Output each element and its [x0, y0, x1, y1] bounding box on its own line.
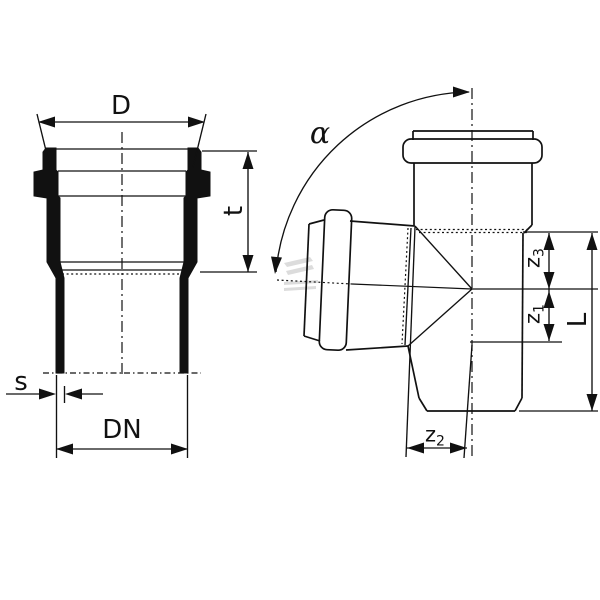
label-z3: z3 — [520, 248, 548, 268]
branch-socket — [303, 208, 416, 352]
label-z2-sub: 2 — [436, 433, 445, 450]
dimension-t — [200, 150, 257, 273]
label-diameter-D: D — [110, 91, 132, 121]
watermark — [284, 257, 318, 291]
dimension-s — [6, 375, 103, 403]
label-length-L: L — [563, 312, 593, 328]
label-z2-base: z — [425, 422, 437, 447]
label-nominal-bore-DN: DN — [102, 415, 142, 445]
dimension-D — [36, 113, 207, 168]
label-z3-base: z — [520, 256, 545, 268]
dimension-L — [519, 233, 598, 412]
dimension-z2 — [405, 226, 473, 459]
label-z1-base: z — [520, 312, 545, 324]
label-wall-thickness-s: s — [14, 367, 28, 397]
label-z3-sub: 3 — [531, 248, 548, 257]
top-socket — [402, 130, 543, 234]
dimension-alpha — [271, 86, 470, 274]
label-z1-sub: 1 — [531, 304, 548, 313]
socket-section-view — [33, 132, 211, 374]
label-z2: z2 — [425, 422, 445, 449]
tee-fitting-view — [271, 86, 598, 459]
label-z1: z1 — [520, 304, 548, 324]
main-pipe-body — [407, 232, 524, 412]
label-socket-depth-t: t — [219, 205, 249, 217]
dimension-DN — [55, 375, 189, 458]
label-branch-angle-alpha: α — [309, 116, 331, 151]
dimension-z3-z1 — [470, 231, 598, 343]
